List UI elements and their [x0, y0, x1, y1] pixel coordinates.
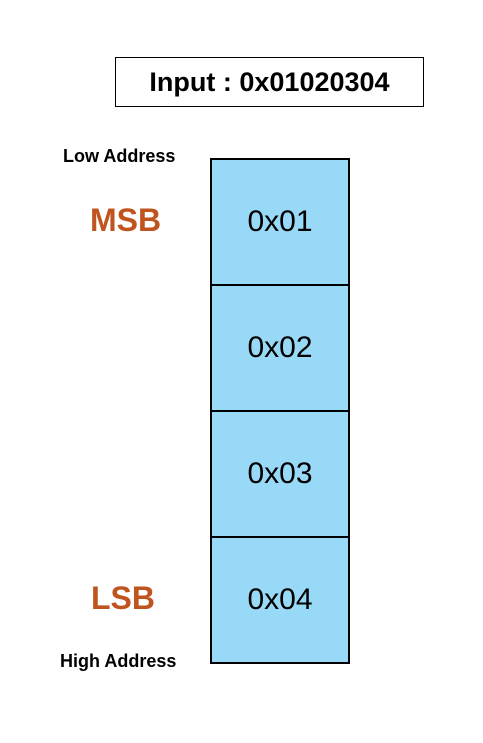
input-value-box: Input : 0x01020304 — [115, 57, 424, 107]
memory-cell: 0x04 — [212, 536, 348, 662]
memory-cell: 0x01 — [212, 160, 348, 284]
input-value-text: Input : 0x01020304 — [149, 66, 390, 97]
memory-cell-value: 0x03 — [247, 457, 313, 490]
low-address-label: Low Address — [63, 146, 176, 166]
lsb-label: LSB — [91, 580, 155, 616]
memory-block: 0x01 0x02 0x03 0x04 — [210, 158, 350, 664]
memory-cell-value: 0x04 — [247, 583, 313, 616]
memory-cell-value: 0x01 — [247, 205, 313, 238]
memory-cell: 0x03 — [212, 410, 348, 536]
memory-cell-value: 0x02 — [247, 331, 313, 364]
memory-cell: 0x02 — [212, 284, 348, 410]
high-address-label: High Address — [60, 651, 177, 671]
msb-label: MSB — [90, 202, 162, 238]
